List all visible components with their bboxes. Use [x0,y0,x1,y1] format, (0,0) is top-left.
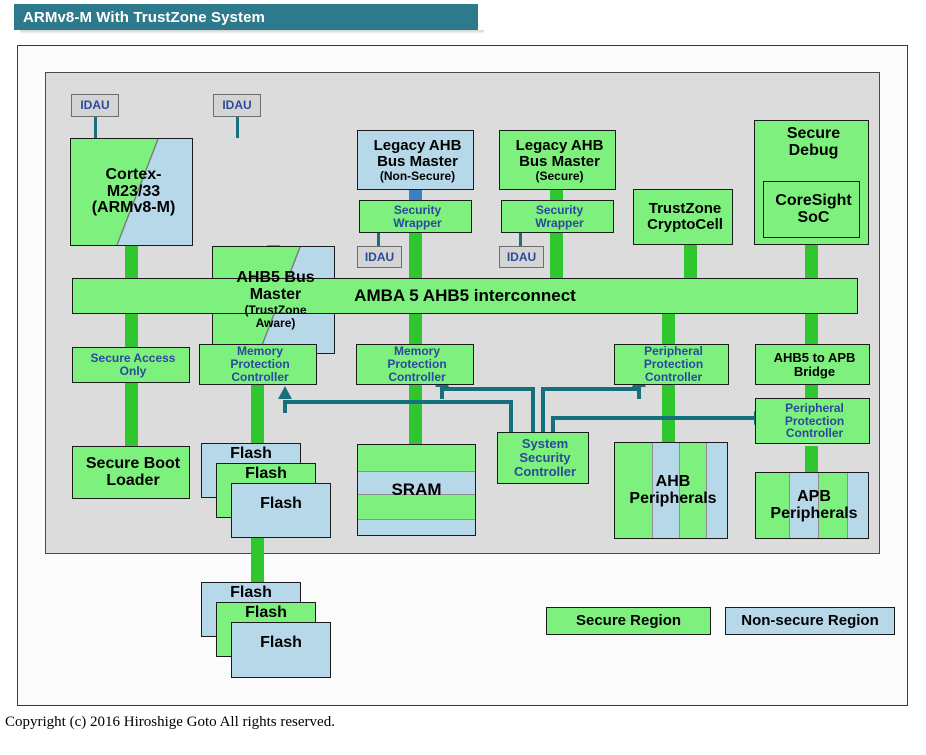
peripheral-protection-controller-1[interactable]: Peripheral Protection Controller [614,344,729,385]
memory-protection-controller-2[interactable]: Memory Protection Controller [356,344,474,385]
ahb-peripherals-stripes [615,443,727,538]
sram-block[interactable]: SRAM [357,444,476,536]
connector-bus-secureaccess [125,312,138,348]
wire-ssc-ppc2-horiz [551,416,756,420]
system-security-controller-block[interactable]: System Security Controller [497,432,589,484]
copyright-text: Copyright (c) 2016 Hiroshige Goto All ri… [5,714,335,730]
title-banner: ARMv8-M With TrustZone System [14,4,478,30]
connector-flash-bottom [251,555,264,590]
idau-box-2[interactable]: IDAU [213,94,261,117]
wire-ssc-ppc2-down [551,416,555,433]
memory-protection-controller-1[interactable]: Memory Protection Controller [199,344,317,385]
wire-ssc-ppc1-down [541,387,545,433]
wire-ssc-mpc1-horiz [283,400,513,404]
amba5-ahb5-interconnect[interactable]: AMBA 5 AHB5 interconnect [72,278,858,314]
security-wrapper-2[interactable]: Security Wrapper [501,200,614,233]
apb-peripherals-stripes [756,473,868,538]
page-title: ARMv8-M With TrustZone System [23,8,265,26]
legend-secure-region: Secure Region [546,607,711,635]
connector-idau4 [519,232,522,249]
connector-idau2 [236,116,239,138]
wire-ssc-mpc1-down [509,400,513,433]
wire-ssc-mpc2-stub [440,387,444,399]
connector-idau3 [377,232,380,249]
idau-box-4[interactable]: IDAU [499,246,544,268]
connector-ppc1-ahbperipherals [662,382,675,442]
connector-cortex-bus [125,245,138,280]
wire-ssc-mpc2-down [531,387,535,433]
idau-box-1[interactable]: IDAU [71,94,119,117]
connector-ppc2-apbperipherals [805,446,818,480]
wire-ssc-ppc1-horiz [541,387,641,391]
apb-peripherals-block[interactable]: APB Peripherals [755,472,869,539]
legacy-ahb-bus-master-nonsecure[interactable]: Legacy AHB Bus Master (Non-Secure) [357,130,474,190]
connector-bus-mpc2 [409,312,422,348]
title-shadow [20,30,484,34]
wire-ssc-mpc1-stub [283,400,287,413]
sram-bands [358,445,475,535]
secure-access-only-block[interactable]: Secure Access Only [72,347,190,383]
legend-nonsecure-region: Non-secure Region [725,607,895,635]
flash-block-a3[interactable]: Flash [231,483,331,538]
connector-wrapper1-bus [409,228,422,280]
trustzone-cryptocell-block[interactable]: TrustZone CryptoCell [633,189,733,245]
connector-cryptocell-bus [684,244,697,280]
flash-block-b3[interactable]: Flash [231,622,331,678]
peripheral-protection-controller-2[interactable]: Peripheral Protection Controller [755,398,870,444]
wire-ssc-ppc1-stub [637,387,641,399]
security-wrapper-1[interactable]: Security Wrapper [359,200,472,233]
ahb5-bus-master-block[interactable]: AHB5 Bus Master (TrustZone Aware) [212,246,335,354]
cortex-m23-33-block[interactable]: Cortex- M23/33 (ARMv8-M) [70,138,193,246]
connector-bus-ppc1 [662,312,675,348]
split-divider [116,139,159,245]
secure-boot-loader-block[interactable]: Secure Boot Loader [72,446,190,499]
idau-box-3[interactable]: IDAU [357,246,402,268]
connector-wrapper2-bus [550,228,563,280]
connector-mpc2-sram [409,382,422,444]
connector-secureaccess-bootloader [125,382,138,446]
legacy-ahb-bus-master-secure[interactable]: Legacy AHB Bus Master (Secure) [499,130,616,190]
connector-securedebug-bus [805,244,818,280]
wire-ssc-mpc2-horiz [440,387,535,391]
ahb-peripherals-block[interactable]: AHB Peripherals [614,442,728,539]
connector-bridge-ppc2 [805,382,818,398]
ahb5-to-apb-bridge-block[interactable]: AHB5 to APB Bridge [755,344,870,385]
coresight-soc-block[interactable]: CoreSight SoC [763,181,860,238]
connector-bus-bridge [805,312,818,348]
connector-idau1 [94,116,97,138]
arrowhead-mpc1 [278,386,292,399]
